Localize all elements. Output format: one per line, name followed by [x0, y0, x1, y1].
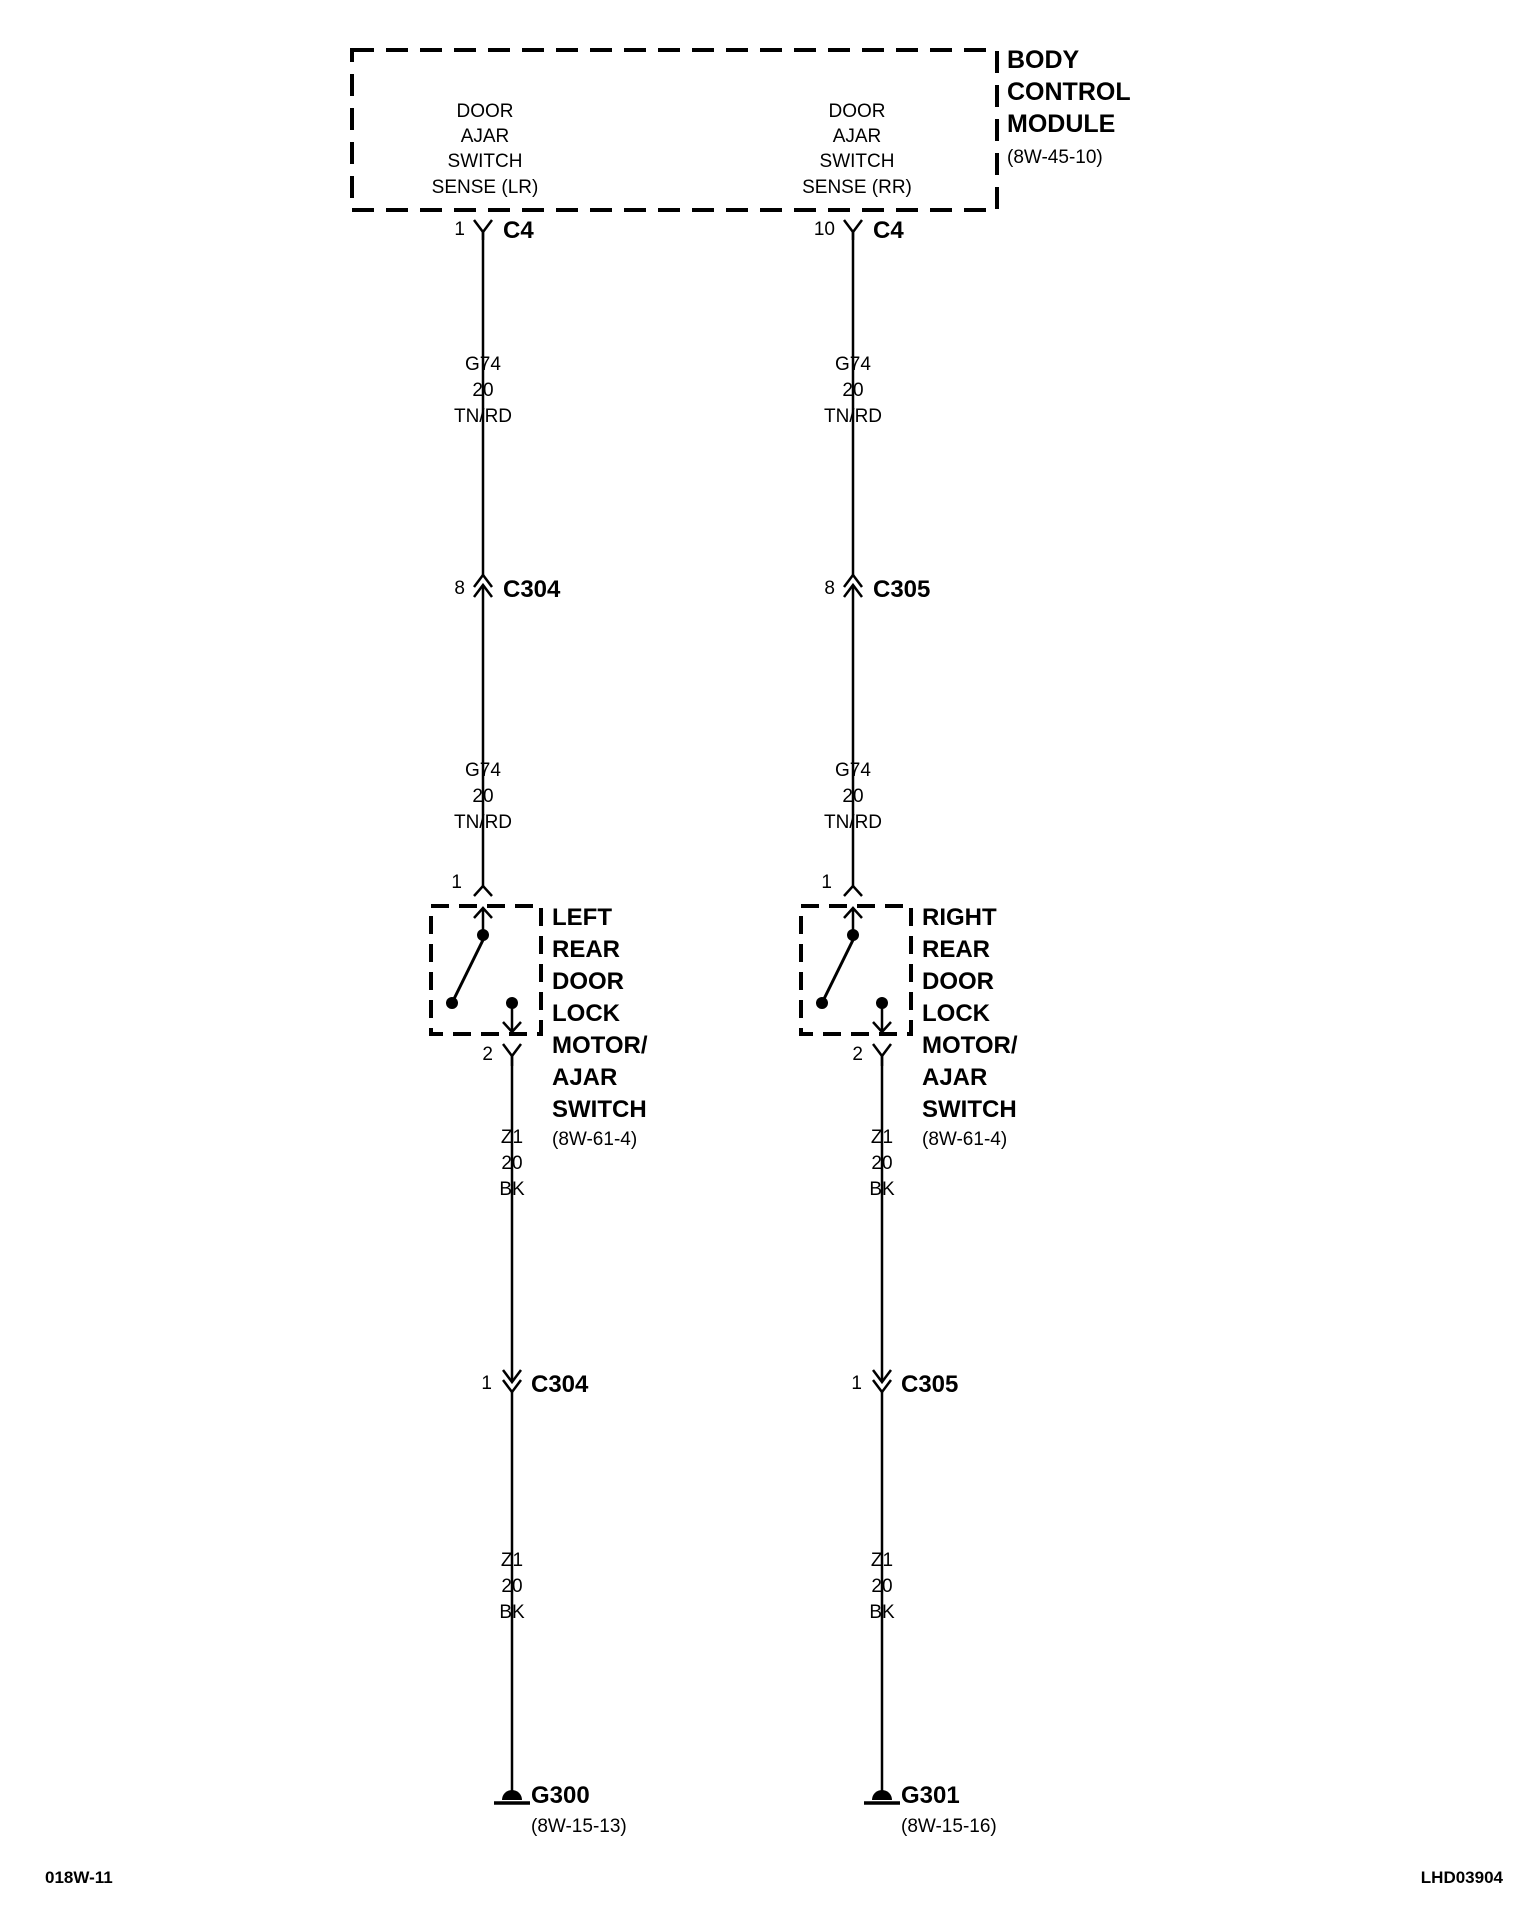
right-switch-pin-out: 2 — [852, 1044, 863, 1065]
left-wire-low-code: Z1 — [501, 1127, 523, 1148]
module-ref: (8W-45-10) — [1007, 147, 1103, 168]
left-wire-top-code: G74 — [465, 354, 501, 375]
left-wire-top-gauge: 20 — [472, 380, 493, 401]
right-switch-ref: (8W-61-4) — [922, 1129, 1007, 1150]
right-inline-pin: 8 — [824, 578, 835, 599]
right-pin-label-line-4: SENSE (RR) — [802, 177, 912, 198]
footer-left-code: 018W-11 — [45, 1868, 113, 1887]
left-inline-pin: 8 — [454, 578, 465, 599]
left-ground-symbol — [502, 1790, 522, 1800]
right-pin-label-line-3: SWITCH — [820, 151, 895, 172]
left-switch-bottom-arrow — [502, 1003, 522, 1034]
right-switch-bottom-arrow — [872, 1003, 892, 1034]
right-switch-pin1-symbol — [843, 884, 863, 897]
right-wire-top-code: G74 — [835, 354, 871, 375]
left-wire-top-color: TN/RD — [454, 406, 512, 427]
right-c4-pin: 10 — [814, 219, 835, 240]
left-switch-pin1-symbol — [473, 884, 493, 897]
right-wire-mid-gauge: 20 — [842, 786, 863, 807]
left-ground-name: G300 — [531, 1782, 590, 1809]
right-wire-top-color: TN/RD — [824, 406, 882, 427]
right-switch-name-line-6: AJAR — [922, 1064, 987, 1091]
right-circuit: 10 C4 G74 20 TN/RD 8 C305 G74 20 TN/RD 1… — [799, 217, 1018, 1837]
left-switch-ref: (8W-61-4) — [552, 1129, 637, 1150]
right-inline-name: C305 — [873, 576, 930, 603]
right-switch-box — [799, 904, 913, 1036]
right-wire-low-color: BK — [869, 1179, 895, 1200]
left-switch-name-line-7: SWITCH — [552, 1096, 647, 1123]
right-wire-mid-color: TN/RD — [824, 812, 882, 833]
right-c4-name: C4 — [873, 217, 904, 244]
right-wire-low-code: Z1 — [871, 1127, 893, 1148]
left-switch-name-line-6: AJAR — [552, 1064, 617, 1091]
left-wire-ground-code: Z1 — [501, 1550, 523, 1571]
left-wire-mid-color: TN/RD — [454, 812, 512, 833]
left-switch-name-line-2: REAR — [552, 936, 620, 963]
left-pin-label-line-2: AJAR — [461, 126, 510, 147]
left-switch-name-line-1: LEFT — [552, 904, 612, 931]
module-name-line-3: MODULE — [1007, 110, 1115, 138]
right-ground-symbol — [872, 1790, 892, 1800]
right-wire-top-gauge: 20 — [842, 380, 863, 401]
left-pin-label-line-1: DOOR — [457, 101, 514, 122]
left-switch-name-line-4: LOCK — [552, 1000, 621, 1027]
left-lower-name: C304 — [531, 1371, 589, 1398]
right-wire-low-gauge: 20 — [871, 1153, 892, 1174]
left-c4-pin: 1 — [454, 219, 465, 240]
right-switch-name-line-3: DOOR — [922, 968, 994, 995]
right-pin-label-line-1: DOOR — [829, 101, 886, 122]
left-wire-low-color: BK — [499, 1179, 525, 1200]
left-switch-pin-out: 2 — [482, 1044, 493, 1065]
right-switch-upper-contact — [847, 929, 859, 941]
left-switch-name-line-3: DOOR — [552, 968, 624, 995]
right-ground-ref: (8W-15-16) — [901, 1816, 997, 1837]
left-switch-pin-in: 1 — [451, 872, 462, 893]
right-switch-name-line-2: REAR — [922, 936, 990, 963]
left-wire-mid-code: G74 — [465, 760, 501, 781]
right-pin-label-line-2: AJAR — [833, 126, 882, 147]
left-pin-label-line-4: SENSE (LR) — [432, 177, 539, 198]
left-wire-low-gauge: 20 — [501, 1153, 522, 1174]
left-switch-name: LEFT REAR DOOR LOCK MOTOR/ AJAR SWITCH (… — [552, 904, 648, 1150]
left-pin-label-line-3: SWITCH — [448, 151, 523, 172]
right-wire-ground-code: Z1 — [871, 1550, 893, 1571]
left-wire-ground-gauge: 20 — [501, 1576, 522, 1597]
left-wire-mid-gauge: 20 — [472, 786, 493, 807]
right-switch-blade — [820, 939, 855, 1004]
left-switch-name-line-5: MOTOR/ — [552, 1032, 648, 1059]
right-lower-pin: 1 — [851, 1373, 862, 1394]
left-c4-name: C4 — [503, 217, 534, 244]
left-wire-ground-color: BK — [499, 1602, 525, 1623]
left-ground-ref: (8W-15-13) — [531, 1816, 627, 1837]
left-switch-blade — [450, 939, 485, 1004]
right-switch-name: RIGHT REAR DOOR LOCK MOTOR/ AJAR SWITCH … — [922, 904, 1018, 1150]
left-switch-box — [429, 904, 543, 1036]
module-dashed-box — [350, 48, 999, 212]
right-switch-name-line-5: MOTOR/ — [922, 1032, 1018, 1059]
left-circuit: 1 C4 G74 20 TN/RD 8 C304 G74 20 TN/RD 1 — [429, 217, 648, 1837]
footer-right-code: LHD03904 — [1421, 1868, 1504, 1887]
right-switch-name-line-7: SWITCH — [922, 1096, 1017, 1123]
right-wire-mid-code: G74 — [835, 760, 871, 781]
right-lower-name: C305 — [901, 1371, 958, 1398]
left-switch-upper-contact — [477, 929, 489, 941]
right-switch-pin-in: 1 — [821, 872, 832, 893]
right-switch-name-line-4: LOCK — [922, 1000, 991, 1027]
right-wire-ground-gauge: 20 — [871, 1576, 892, 1597]
left-lower-pin: 1 — [481, 1373, 492, 1394]
right-ground-name: G301 — [901, 1782, 960, 1809]
module-name-line-1: BODY — [1007, 46, 1080, 74]
right-switch-name-line-1: RIGHT — [922, 904, 997, 931]
left-inline-name: C304 — [503, 576, 561, 603]
right-wire-ground-color: BK — [869, 1602, 895, 1623]
module-name-line-2: CONTROL — [1007, 78, 1131, 106]
body-control-module: BODY CONTROL MODULE (8W-45-10) DOOR AJAR… — [350, 46, 1131, 212]
